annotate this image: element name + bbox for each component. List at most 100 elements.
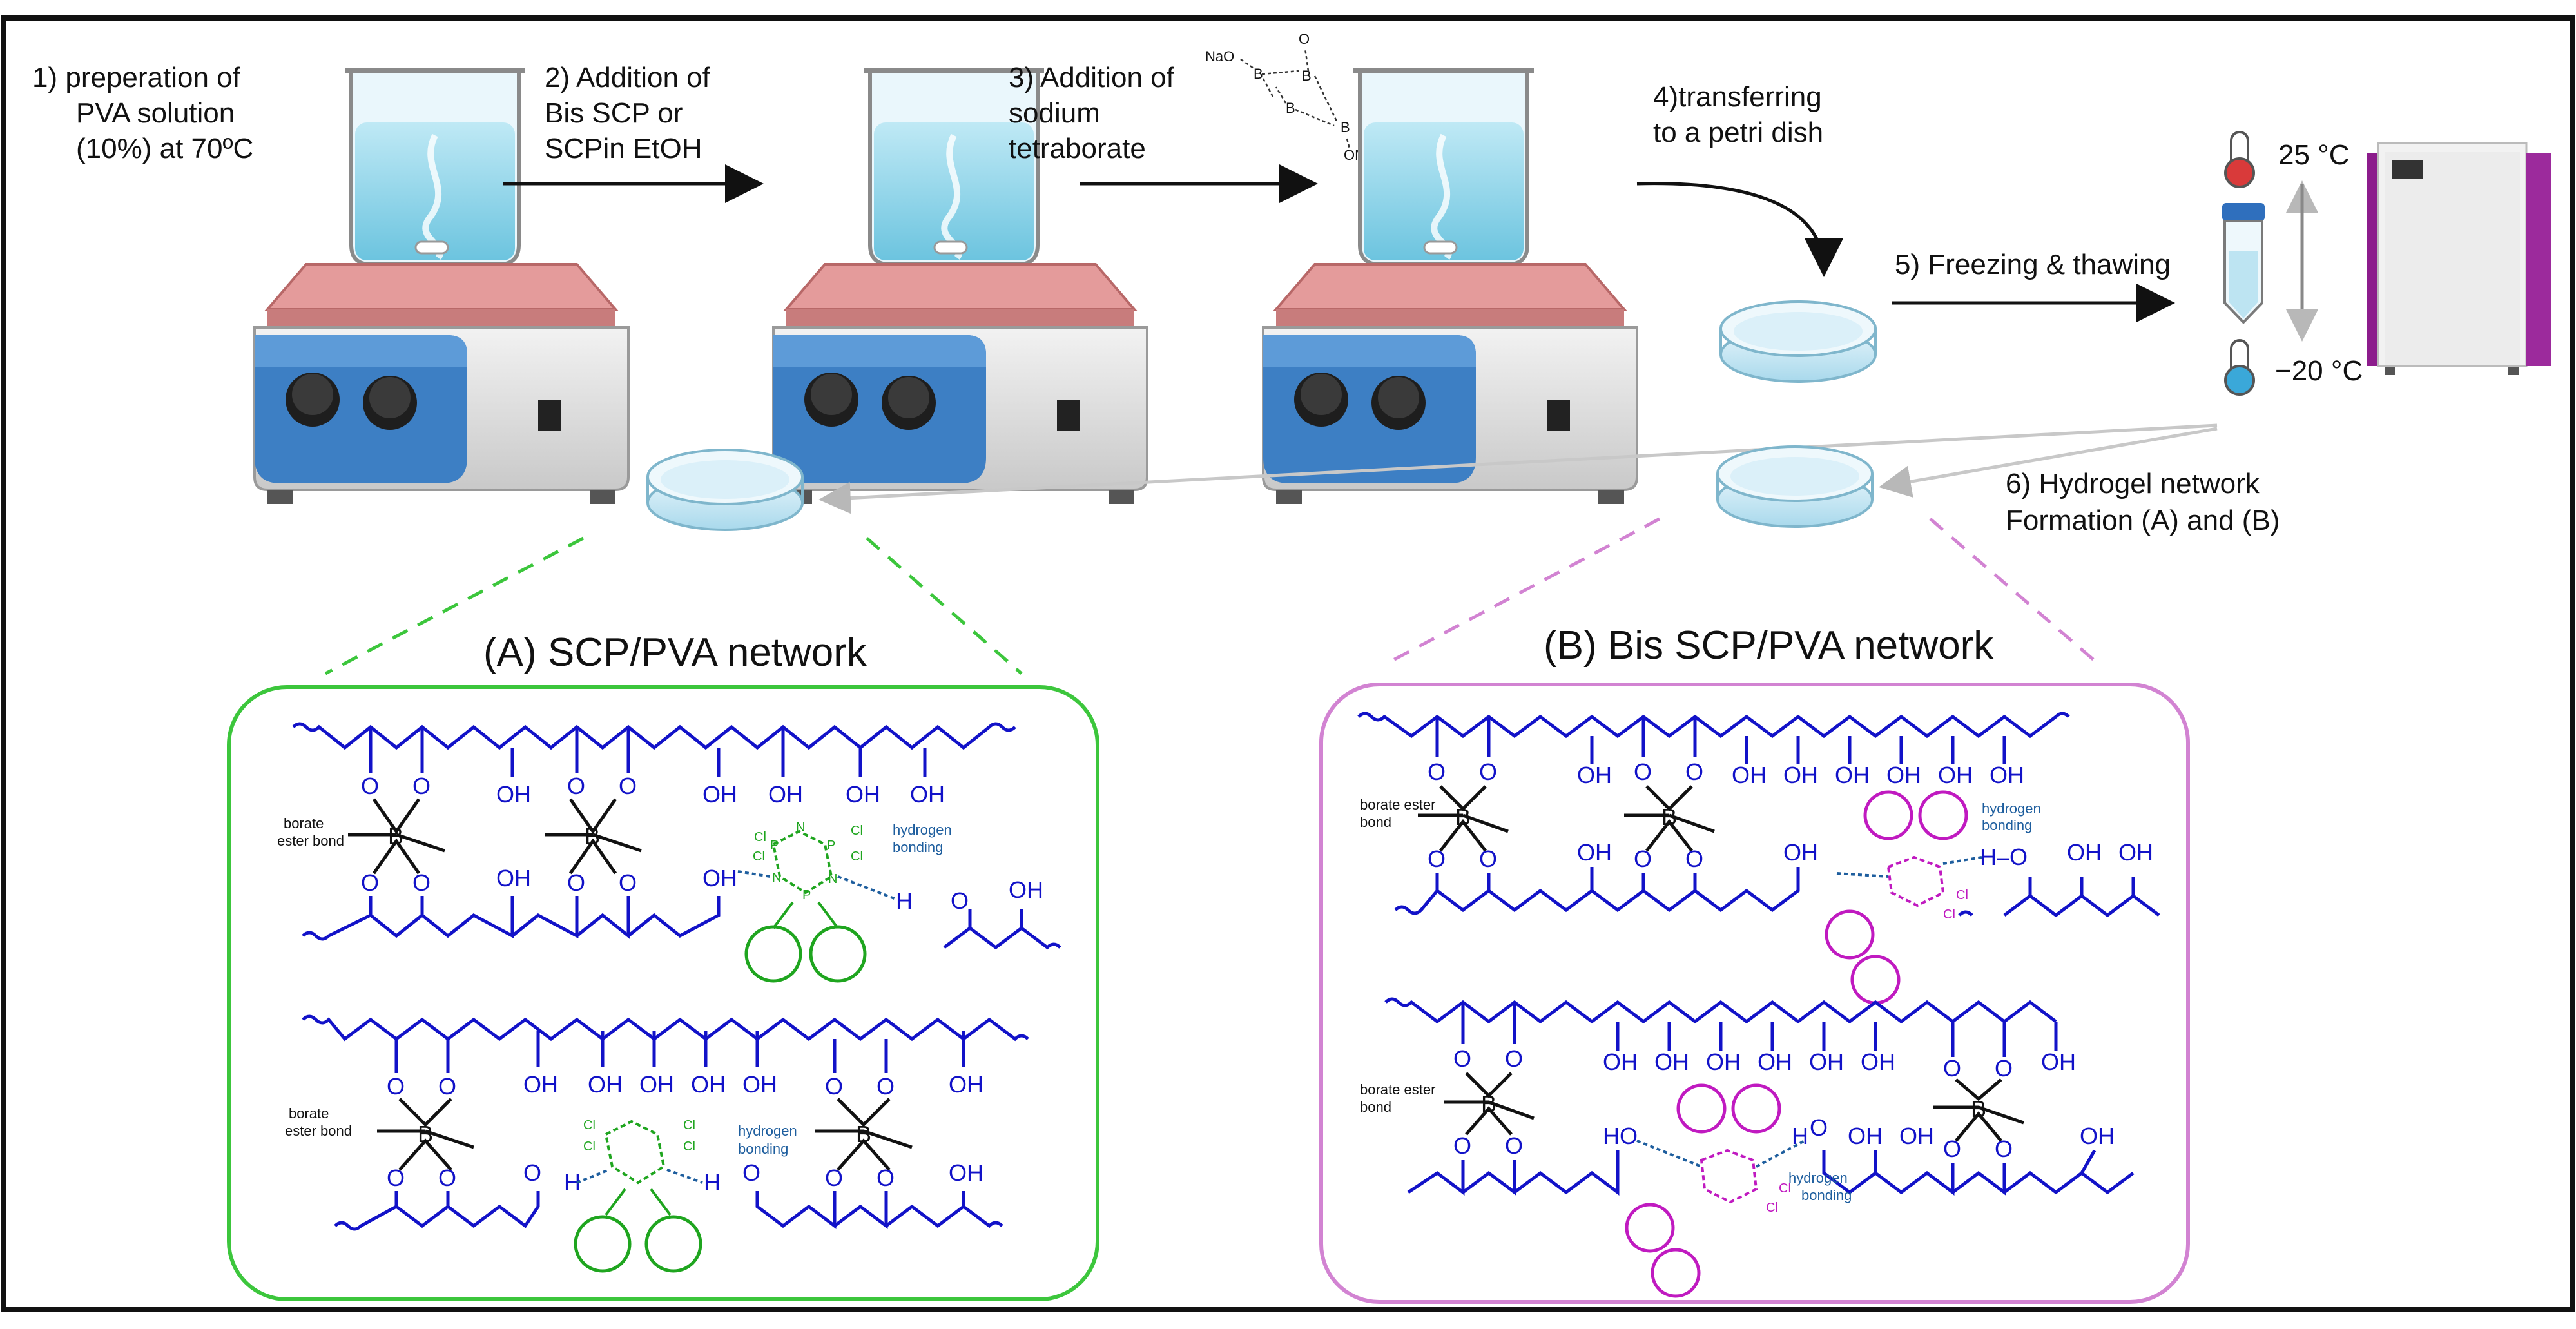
svg-text:O: O — [1995, 1055, 2013, 1082]
svg-text:O: O — [567, 773, 585, 799]
svg-text:hydrogen: hydrogen — [893, 822, 952, 838]
arrow-step4 — [1636, 182, 1843, 277]
svg-text:OH: OH — [1835, 762, 1870, 788]
svg-text:Cl: Cl — [583, 1118, 596, 1132]
svg-text:2) Addition of: 2) Addition of — [545, 62, 711, 93]
svg-text:O: O — [361, 869, 379, 896]
svg-text:OH: OH — [1783, 762, 1818, 788]
svg-text:hydrogen: hydrogen — [738, 1123, 797, 1139]
svg-text:OH: OH — [523, 1071, 558, 1098]
svg-text:tetraborate: tetraborate — [1009, 133, 1146, 164]
svg-text:P: P — [827, 839, 835, 853]
tetraborate-structure: NaO ONa B B B B O — [1205, 31, 1373, 163]
svg-text:O: O — [1943, 1136, 1961, 1162]
svg-text:4)transferring: 4)transferring — [1653, 81, 1822, 113]
svg-text:O: O — [1428, 759, 1446, 785]
svg-text:OH: OH — [588, 1071, 623, 1098]
svg-text:Bis SCP or: Bis SCP or — [545, 97, 683, 129]
svg-text:B: B — [585, 823, 600, 849]
svg-text:SCPin EtOH: SCPin EtOH — [545, 133, 702, 164]
svg-text:6) Hydrogel network: 6) Hydrogel network — [2006, 468, 2260, 500]
svg-text:N: N — [772, 871, 781, 885]
svg-text:O: O — [619, 773, 637, 799]
freezer-icon — [2367, 142, 2551, 375]
svg-text:borate: borate — [284, 815, 324, 831]
panel-b-title: (B) Bis SCP/PVA network — [1544, 623, 1994, 668]
svg-text:O: O — [1810, 1114, 1828, 1141]
svg-text:O: O — [361, 773, 379, 799]
svg-text:Cl: Cl — [851, 849, 863, 864]
svg-text:O: O — [1428, 846, 1446, 872]
svg-text:O: O — [387, 1165, 405, 1191]
svg-text:O: O — [876, 1165, 895, 1191]
svg-text:B: B — [856, 1121, 871, 1147]
svg-text:ester bond: ester bond — [285, 1123, 352, 1139]
svg-text:OH: OH — [1990, 762, 2024, 788]
svg-text:bond: bond — [1360, 814, 1391, 830]
svg-text:OH: OH — [639, 1071, 674, 1098]
svg-text:Cl: Cl — [754, 830, 766, 844]
step2-label: 2) Addition of Bis SCP or SCPin EtOH — [545, 62, 711, 164]
svg-text:borate ester: borate ester — [1360, 1082, 1435, 1098]
svg-text:O: O — [951, 888, 969, 914]
step1-label: 1) preperation of PVA solution (10%) at … — [32, 62, 253, 164]
svg-text:N: N — [796, 820, 805, 835]
svg-text:NaO: NaO — [1205, 48, 1234, 64]
svg-text:O: O — [1505, 1045, 1523, 1072]
svg-text:H–O: H–O — [1980, 844, 2028, 870]
svg-text:OH: OH — [1861, 1049, 1895, 1075]
svg-text:Cl: Cl — [1766, 1201, 1778, 1215]
step6-label: 6) Hydrogel network Formation (A) and (B… — [2006, 468, 2280, 536]
svg-text:bonding: bonding — [893, 839, 943, 855]
svg-text:O: O — [825, 1165, 843, 1191]
svg-text:B: B — [1481, 1091, 1496, 1117]
svg-text:1) preperation of: 1) preperation of — [32, 62, 241, 93]
svg-text:B: B — [418, 1121, 433, 1147]
panel-a-box — [227, 685, 1099, 1301]
svg-text:OH: OH — [702, 865, 737, 891]
svg-text:Cl: Cl — [683, 1118, 695, 1132]
svg-text:OH: OH — [1886, 762, 1921, 788]
svg-text:O: O — [619, 869, 637, 896]
svg-text:O: O — [567, 869, 585, 896]
svg-text:bond: bond — [1360, 1099, 1391, 1115]
svg-text:OH: OH — [2041, 1049, 2076, 1075]
svg-text:OH: OH — [742, 1071, 777, 1098]
svg-text:OH: OH — [910, 781, 945, 808]
svg-text:to a petri dish: to a petri dish — [1653, 117, 1823, 148]
svg-text:O: O — [1453, 1132, 1471, 1159]
svg-text:B: B — [388, 823, 403, 849]
svg-text:B: B — [1302, 68, 1312, 84]
svg-text:Cl: Cl — [683, 1140, 695, 1154]
svg-text:bonding: bonding — [1982, 817, 2032, 833]
svg-text:sodium: sodium — [1009, 97, 1100, 129]
svg-text:P: P — [802, 888, 811, 902]
svg-text:B: B — [1341, 119, 1350, 135]
svg-text:OH: OH — [1577, 762, 1612, 788]
svg-text:OH: OH — [949, 1071, 983, 1098]
svg-text:O: O — [876, 1073, 895, 1100]
svg-text:Cl: Cl — [1943, 907, 1955, 922]
svg-text:H: H — [704, 1169, 721, 1196]
svg-text:Cl: Cl — [851, 824, 863, 838]
svg-text:PVA solution: PVA solution — [76, 97, 235, 129]
svg-text:OH: OH — [1706, 1049, 1741, 1075]
svg-text:O: O — [1505, 1132, 1523, 1159]
svg-text:O: O — [523, 1159, 541, 1186]
svg-text:OH: OH — [1654, 1049, 1689, 1075]
svg-text:OH: OH — [1783, 839, 1818, 866]
svg-text:OH: OH — [496, 865, 531, 891]
svg-text:hydrogen: hydrogen — [1788, 1170, 1848, 1186]
svg-text:O: O — [1685, 846, 1703, 872]
svg-text:OH: OH — [846, 781, 880, 808]
svg-text:OH: OH — [1758, 1049, 1792, 1075]
svg-text:O: O — [742, 1159, 760, 1186]
svg-text:OH: OH — [949, 1159, 983, 1186]
arrow-to-b — [1879, 427, 2218, 498]
svg-text:OH: OH — [2080, 1123, 2115, 1149]
svg-text:OH: OH — [1848, 1123, 1883, 1149]
svg-text:borate: borate — [289, 1105, 329, 1121]
svg-text:O: O — [387, 1073, 405, 1100]
